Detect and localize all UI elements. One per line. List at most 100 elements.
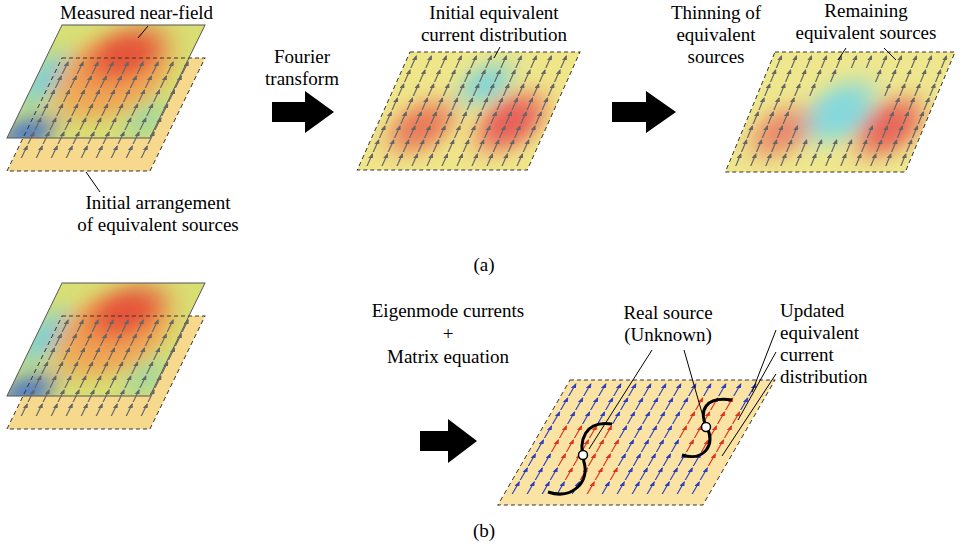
equivalent-source-arrow: [440, 126, 445, 138]
equivalent-source-arrow: [133, 390, 139, 402]
equivalent-source-arrow: [411, 56, 416, 68]
equivalent-source-arrow: [62, 320, 68, 332]
equivalent-source-arrow: [877, 140, 882, 152]
equivalent-source-arrow: [395, 126, 400, 138]
equivalent-source-arrow: [117, 104, 123, 116]
equivalent-source-arrow: [587, 482, 594, 494]
equivalent-source-arrow: [493, 140, 498, 152]
equivalent-source-arrow: [472, 154, 477, 166]
equivalent-source-arrow: [43, 132, 49, 144]
equivalent-source-arrow: [501, 56, 506, 68]
equivalent-source-arrow: [111, 404, 117, 416]
equivalent-source-arrow: [523, 140, 528, 152]
equivalent-source-arrow: [175, 334, 181, 346]
equivalent-source-arrow: [66, 404, 72, 416]
equivalent-source-arrow: [736, 154, 741, 166]
equivalent-source-arrow: [896, 56, 901, 68]
equivalent-source-arrow: [695, 426, 702, 438]
equivalent-source-arrow: [446, 112, 451, 124]
equivalent-source-arrow: [51, 146, 57, 158]
equivalent-source-arrow: [502, 154, 507, 166]
equivalent-source-arrow: [80, 376, 86, 388]
equivalent-source-arrow: [725, 426, 732, 438]
equivalent-source-arrow: [936, 70, 941, 82]
process-arrow: [612, 91, 676, 133]
equivalent-source-arrow: [700, 468, 707, 480]
equivalent-source-arrow: [130, 76, 136, 88]
equivalent-source-arrow: [162, 104, 168, 116]
equivalent-source-arrow: [80, 118, 86, 130]
equivalent-source-arrow: [118, 390, 124, 402]
equivalent-source-arrow: [753, 112, 758, 124]
equivalent-source-arrow: [766, 154, 771, 166]
equivalent-source-arrow: [147, 104, 153, 116]
equivalent-source-arrow: [410, 126, 415, 138]
equivalent-source-arrow: [656, 440, 663, 452]
equivalent-source-arrow: [461, 112, 466, 124]
equivalent-source-arrow: [561, 56, 566, 68]
equivalent-source-arrow: [425, 126, 430, 138]
equivalent-source-arrow: [906, 70, 911, 82]
equivalent-source-arrow: [420, 70, 425, 82]
equivalent-source-arrow: [647, 482, 654, 494]
equivalent-source-arrow: [856, 154, 861, 166]
equivalent-source-arrow: [912, 126, 917, 138]
equivalent-source-arrow: [64, 348, 70, 360]
equivalent-source-arrow: [503, 84, 508, 96]
equivalent-source-arrow: [413, 84, 418, 96]
equivalent-source-arrow: [892, 140, 897, 152]
leader-line: [752, 330, 776, 392]
equivalent-source-arrow: [535, 468, 542, 480]
equivalent-source-arrow: [35, 376, 41, 388]
equivalent-source-arrow: [802, 140, 807, 152]
equivalent-source-arrow: [903, 112, 908, 124]
equivalent-source-arrow: [718, 412, 725, 424]
equivalent-source-arrow: [155, 118, 161, 130]
equivalent-source-arrow: [107, 320, 113, 332]
equivalent-source-arrow: [58, 132, 64, 144]
equivalent-source-arrow: [531, 56, 536, 68]
label-text: Remaining equivalent sources: [784, 0, 949, 44]
initial-current-plane: [357, 52, 580, 170]
equivalent-source-arrow: [94, 348, 100, 360]
equivalent-source-arrow: [540, 70, 545, 82]
equivalent-source-arrow: [640, 468, 647, 480]
equivalent-source-arrow: [901, 154, 906, 166]
equivalent-source-arrow: [517, 154, 522, 166]
equivalent-source-arrow: [148, 390, 154, 402]
equivalent-source-arrow: [606, 398, 613, 410]
equivalent-source-arrow: [96, 404, 102, 416]
equivalent-source-arrow: [427, 154, 432, 166]
equivalent-source-arrow: [488, 84, 493, 96]
equivalent-source-arrow: [125, 118, 131, 130]
equivalent-source-arrow: [603, 454, 610, 466]
equivalent-source-arrow: [65, 118, 71, 130]
equivalent-source-arrow: [605, 426, 612, 438]
equivalent-source-arrow: [781, 154, 786, 166]
equivalent-source-arrow: [141, 146, 147, 158]
equivalent-source-arrow: [891, 70, 896, 82]
equivalent-source-arrow: [886, 154, 891, 166]
equivalent-source-arrow: [719, 384, 726, 396]
equivalent-source-arrow: [817, 140, 822, 152]
equivalent-source-arrow: [401, 112, 406, 124]
equivalent-source-arrow: [851, 56, 856, 68]
label-text: Thinning of equivalent sources: [664, 2, 769, 68]
equivalent-source-arrow: [602, 482, 609, 494]
equivalent-source-arrow: [103, 390, 109, 402]
equivalent-source-arrow: [551, 440, 558, 452]
equivalent-source-arrow: [673, 412, 680, 424]
equivalent-source-arrow: [569, 384, 576, 396]
equivalent-source-arrow: [512, 482, 519, 494]
equivalent-source-arrow: [536, 112, 541, 124]
equivalent-source-arrow: [688, 412, 695, 424]
equivalent-source-arrow: [72, 362, 78, 374]
equivalent-source-arrow: [456, 56, 461, 68]
equivalent-source-arrow: [175, 76, 181, 88]
leader-line: [722, 374, 776, 456]
equivalent-source-arrow: [88, 132, 94, 144]
equivalent-source-arrow: [55, 76, 61, 88]
equivalent-source-arrow: [122, 320, 128, 332]
equivalent-source-arrow: [643, 412, 650, 424]
equivalent-source-arrow: [742, 140, 747, 152]
